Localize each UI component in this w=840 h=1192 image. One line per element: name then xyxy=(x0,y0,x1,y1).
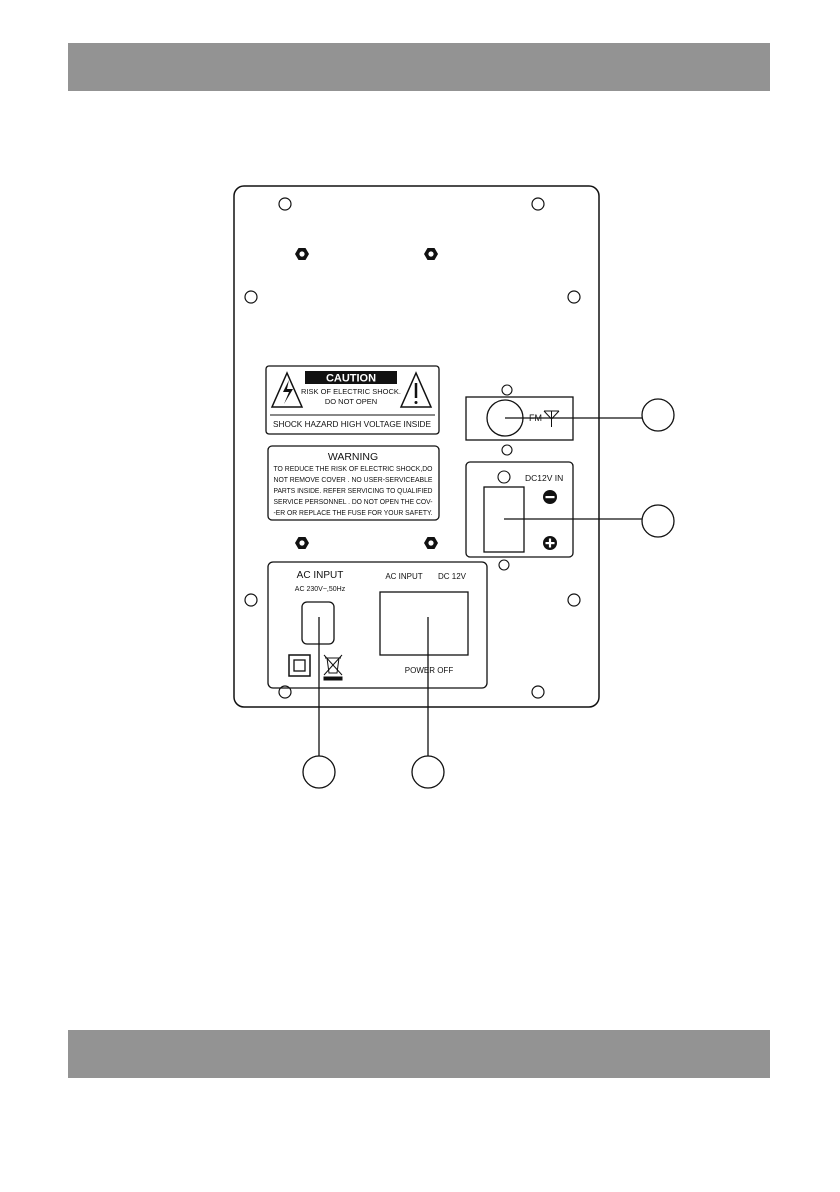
plus-icon xyxy=(543,536,557,550)
warning-line: PARTS INSIDE. REFER SERVICING TO QUALIFI… xyxy=(274,488,433,495)
switch-dc-label: DC 12V xyxy=(438,572,467,581)
minus-icon xyxy=(543,490,557,504)
hex-nut xyxy=(295,248,309,260)
power-off-label: POWER OFF xyxy=(405,666,454,675)
screw-hole xyxy=(244,290,258,304)
rear-panel xyxy=(233,185,600,708)
callout-circle xyxy=(302,755,336,789)
callout-circle xyxy=(641,504,675,538)
screw-hole xyxy=(567,290,581,304)
caution-label: CAUTION RISK OF ELECTRIC SHOCK. DO NOT O… xyxy=(265,365,440,435)
hazard-text: SHOCK HAZARD HIGH VOLTAGE INSIDE xyxy=(273,419,431,429)
warning-line: -ER OR REPLACE THE FUSE FOR YOUR SAFETY. xyxy=(274,510,433,517)
warning-label: WARNING TO REDUCE THE RISK OF ELECTRIC S… xyxy=(267,445,440,521)
caution-title: CAUTION xyxy=(326,373,376,385)
screw-hole xyxy=(531,197,545,211)
callout-circle xyxy=(641,398,675,432)
warning-line: TO REDUCE THE RISK OF ELECTRIC SHOCK,DO xyxy=(274,466,434,473)
hex-nuts xyxy=(295,248,438,549)
header-band xyxy=(68,43,770,91)
hex-nut xyxy=(295,537,309,549)
ac-input-title: AC INPUT xyxy=(297,570,344,581)
exclamation-triangle-icon xyxy=(399,371,433,408)
caution-banner xyxy=(305,371,397,384)
warning-line: SERVICE PERSONNEL . DO NOT OPEN THE COV- xyxy=(274,499,434,506)
dc-input-module: DC12V IN xyxy=(465,461,574,571)
caution-line-1: RISK OF ELECTRIC SHOCK. xyxy=(301,387,401,396)
footer-band xyxy=(68,1030,770,1078)
power-selector-switch[interactable] xyxy=(379,591,469,656)
warning-triangle-icon xyxy=(270,371,304,408)
screw-hole xyxy=(567,593,581,607)
ac-input-plate: AC INPUT AC 230V~,50Hz AC INPUT DC 12V P… xyxy=(267,561,488,689)
fm-antenna-module: FM xyxy=(465,384,574,456)
screw-hole xyxy=(244,593,258,607)
lightning-bolt-icon xyxy=(283,380,293,404)
screw-hole xyxy=(278,685,292,699)
screw-hole xyxy=(531,685,545,699)
hex-nut xyxy=(424,537,438,549)
antenna-icon xyxy=(543,410,560,427)
ac-power-socket[interactable] xyxy=(301,601,335,645)
double-insulation-icon xyxy=(288,654,311,677)
weee-bin-icon xyxy=(323,654,343,681)
hex-nut xyxy=(424,248,438,260)
screw-hole xyxy=(278,197,292,211)
callouts xyxy=(302,398,675,789)
ac-input-rating: AC 230V~,50Hz xyxy=(295,586,346,593)
switch-ac-label: AC INPUT xyxy=(385,572,422,581)
callout-circle xyxy=(411,755,445,789)
caution-line-2: DO NOT OPEN xyxy=(325,397,377,406)
warning-title: WARNING xyxy=(328,451,378,463)
warning-line: NOT REMOVE COVER . NO USER-SERVICEABLE xyxy=(274,477,433,484)
dc-label: DC12V IN xyxy=(525,473,563,483)
screw-holes xyxy=(244,197,581,699)
